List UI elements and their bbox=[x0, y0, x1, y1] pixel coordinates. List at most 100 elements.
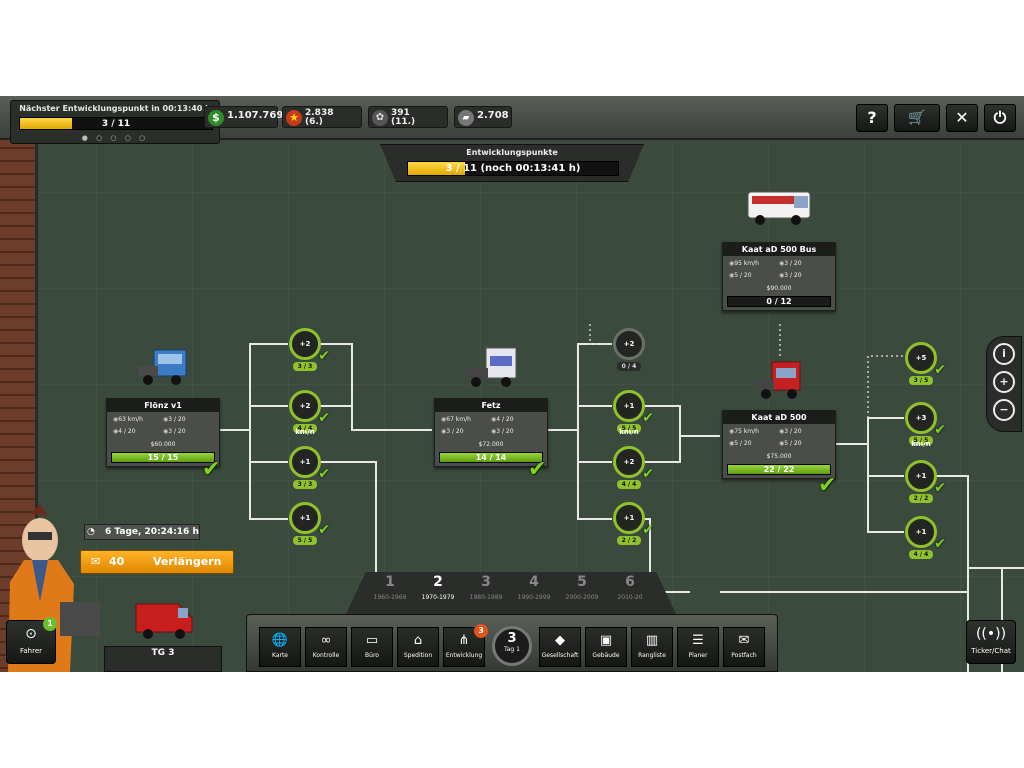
planner-icon: ☰ bbox=[692, 633, 704, 648]
vehicle-card-kaat[interactable]: Kaat aD 50075 km/h3 / 205 / 205 / 20$75.… bbox=[722, 410, 836, 479]
zoom-out-icon[interactable]: − bbox=[993, 399, 1015, 421]
upgrade-node-ring: +1 bbox=[289, 502, 321, 534]
load-stat: 3 / 20 bbox=[779, 260, 829, 267]
upgrade-node[interactable]: +1 km/h5 / 5✔ bbox=[612, 390, 654, 436]
check-icon: ✔ bbox=[934, 362, 946, 378]
settings-button[interactable]: ✕ bbox=[946, 104, 978, 132]
vehicle-name: Fetz bbox=[435, 399, 547, 412]
fuel-stat: 3 / 20 bbox=[491, 428, 541, 435]
upgrade-node-ring: +1 bbox=[289, 446, 321, 478]
extend-button[interactable]: ✉ 40 Verlängern bbox=[80, 550, 234, 574]
upgrade-node[interactable]: +3 km/h5 / 5✔ bbox=[904, 402, 946, 448]
menu-button[interactable]: ⌂Spedition bbox=[397, 627, 439, 667]
upgrade-label: +1 bbox=[623, 514, 635, 522]
upgrade-node[interactable]: +2 km/h4 / 4✔ bbox=[288, 390, 330, 436]
upgrade-label: +1 bbox=[915, 472, 927, 480]
check-icon: ✔ bbox=[202, 457, 221, 482]
speed-stat: 63 km/h bbox=[113, 416, 163, 423]
money-stat: $ 1.107.769 bbox=[204, 106, 283, 128]
decade-range: 2010-20 bbox=[617, 594, 643, 601]
menu-button[interactable]: ▭Büro bbox=[351, 627, 393, 667]
menu-button[interactable]: ▣Gebäude bbox=[585, 627, 627, 667]
vehicle-price: $90.000 bbox=[766, 285, 792, 292]
dev-points-title: Entwicklungspunkte bbox=[466, 148, 558, 157]
upgrade-count: 3 / 3 bbox=[293, 480, 317, 489]
dev-points-value: 3 / 11 (noch 00:13:41 h) bbox=[445, 163, 581, 174]
check-icon: ✔ bbox=[934, 536, 946, 552]
zoom-in-icon[interactable]: + bbox=[993, 371, 1015, 393]
next-dev-progress-bar: 3 / 11 bbox=[19, 117, 213, 130]
vehicle-price: $72.000 bbox=[478, 441, 504, 448]
top-bar: Nächster Entwicklungspunkt in 00:13:40 h… bbox=[0, 96, 1024, 144]
vehicle-name: Kaat aD 500 Bus bbox=[723, 243, 835, 256]
menu-button[interactable]: ▥Rangliste bbox=[631, 627, 673, 667]
next-dev-label: Nächster Entwicklungspunkt in 00:13:40 h bbox=[19, 104, 211, 113]
help-button[interactable]: ? bbox=[856, 104, 888, 132]
load-stat: 3 / 20 bbox=[779, 428, 829, 435]
extend-label: Verlängern bbox=[153, 555, 222, 568]
vehicle-card-floenz[interactable]: Flönz v163 km/h3 / 204 / 203 / 20$60.000… bbox=[106, 398, 220, 467]
upgrade-count: 2 / 2 bbox=[617, 536, 641, 545]
vehicle-progress-bar: 15 / 15 bbox=[111, 452, 215, 463]
fuel-stat: 3 / 20 bbox=[163, 428, 213, 435]
decade-number: 6 bbox=[625, 574, 635, 590]
vehicle-progress-label: 15 / 15 bbox=[147, 453, 179, 462]
binoculars-icon: ∞ bbox=[320, 633, 332, 648]
logout-button[interactable]: ⏻ bbox=[984, 104, 1016, 132]
vehicle-card-kaat-bus[interactable]: Kaat aD 500 Bus95 km/h3 / 205 / 203 / 20… bbox=[722, 242, 836, 311]
building-icon: ▣ bbox=[599, 633, 613, 648]
upgrade-count: 4 / 4 bbox=[617, 480, 641, 489]
cart-icon: 🛒 bbox=[908, 110, 926, 126]
speed-stat: 95 km/h bbox=[729, 260, 779, 267]
zoom-controls: i + − bbox=[986, 336, 1022, 432]
star-icon: ★ bbox=[286, 110, 302, 126]
fahrer-badge: 1 bbox=[43, 617, 57, 631]
steering-wheel-icon: ⊙ bbox=[25, 626, 37, 642]
rank-value: 391(11.) bbox=[391, 108, 416, 127]
upgrade-node-ring: +2 bbox=[289, 328, 321, 360]
next-dev-point-box: Nächster Entwicklungspunkt in 00:13:40 h… bbox=[10, 100, 220, 144]
menu-button-label: Entwicklung bbox=[445, 652, 483, 659]
menu-button[interactable]: ✉Postfach bbox=[723, 627, 765, 667]
menu-button-label: Büro bbox=[365, 652, 379, 659]
info-icon[interactable]: i bbox=[993, 343, 1015, 365]
menu-button[interactable]: ∞Kontrolle bbox=[305, 627, 347, 667]
decade-range: 1980-1989 bbox=[469, 594, 503, 601]
upgrade-node-ring: +1 km/h bbox=[613, 390, 645, 436]
menu-button[interactable]: ◆Gesellschaft bbox=[539, 627, 581, 667]
ticker-chat-button[interactable]: ((•)) Ticker/Chat bbox=[966, 620, 1016, 664]
fahrer-label: Fahrer bbox=[19, 647, 43, 655]
upgrade-count: 4 / 4 bbox=[293, 424, 317, 433]
upgrade-label: +2 bbox=[623, 458, 635, 466]
decade-tab[interactable]: 6 2010-20 bbox=[606, 574, 654, 601]
menu-button-label: Postfach bbox=[731, 652, 757, 659]
day-dial[interactable]: 3 Tag 1 bbox=[492, 626, 532, 666]
vehicle-name: Kaat aD 500 bbox=[723, 411, 835, 424]
clock-icon: ◔ bbox=[87, 527, 95, 537]
shop-button[interactable]: 🛒 bbox=[894, 104, 940, 132]
load-stat: 4 / 20 bbox=[491, 416, 541, 423]
menu-button[interactable]: ☰Planer bbox=[677, 627, 719, 667]
broadcast-icon: ((•)) bbox=[975, 626, 1007, 642]
driver-character bbox=[8, 504, 100, 672]
depot-icon: ⌂ bbox=[413, 633, 423, 648]
menu-button[interactable]: 🌐Karte bbox=[259, 627, 301, 667]
fahrer-button[interactable]: ⊙ Fahrer 1 bbox=[6, 617, 57, 664]
upgrade-label: +2 bbox=[299, 340, 311, 348]
